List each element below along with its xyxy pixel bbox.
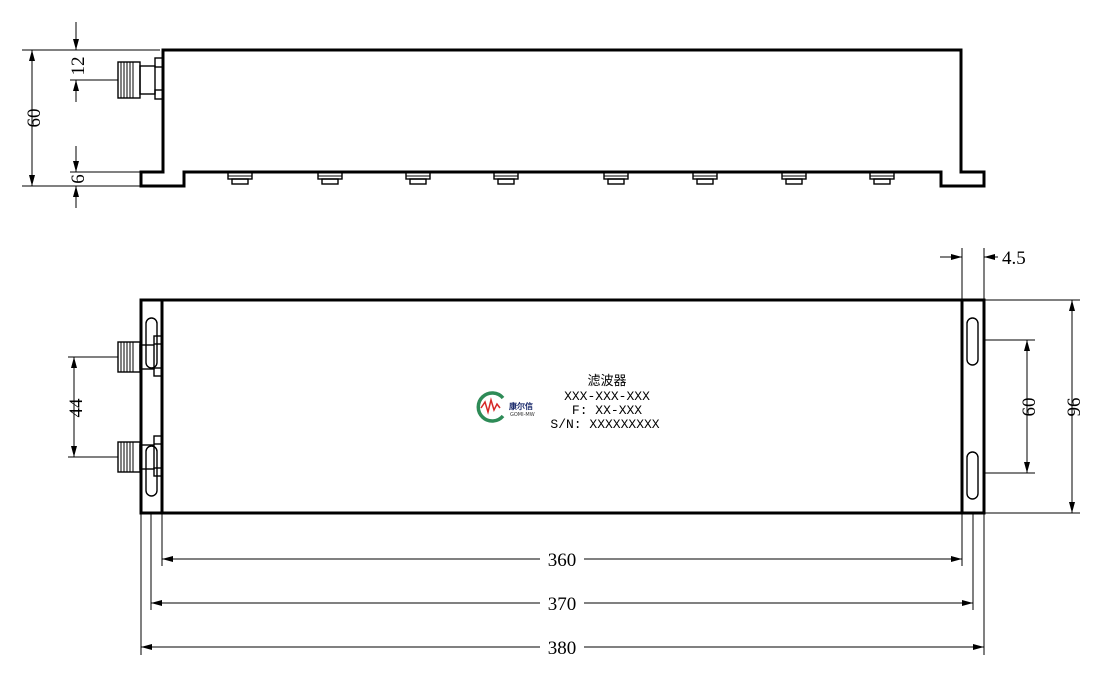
side-view: 60 12 6	[22, 22, 986, 208]
top-connector-upper	[117, 335, 163, 377]
nameplate-frequency: F: XX-XXX	[572, 403, 642, 418]
dim-body-length-label: 360	[548, 550, 577, 571]
brand-logo: 康尔信 GOMI-MW	[476, 391, 535, 423]
dim-body-length: 360	[162, 548, 962, 571]
dim-width-label: 96	[1064, 398, 1085, 417]
side-output-connectors	[227, 171, 895, 185]
side-body-outline	[139, 48, 986, 188]
dim-port-spacing-label: 44	[66, 398, 87, 418]
dim-side-connector-offset: 12	[68, 22, 118, 102]
dim-side-flange: 6	[68, 146, 140, 208]
dim-side-height-label: 60	[24, 109, 45, 128]
logo-brand-cn: 康尔信	[509, 401, 533, 411]
nameplate: 滤波器 XXX-XXX-XXX F: XX-XXX S/N: XXXXXXXXX	[550, 374, 659, 432]
dim-port-spacing: 44	[66, 356, 118, 458]
nameplate-serial: S/N: XXXXXXXXX	[550, 417, 659, 432]
dim-overall-length: 380	[141, 636, 984, 659]
logo-ring	[476, 391, 505, 423]
mount-slot-right-bottom	[966, 451, 979, 500]
mount-slot-left-bottom	[145, 445, 158, 497]
nameplate-name: 滤波器	[587, 374, 626, 389]
dim-side-height: 60	[22, 49, 160, 187]
dim-side-connector-offset-label: 12	[68, 57, 89, 76]
logo-wave-icon	[480, 397, 501, 415]
top-connector-lower	[117, 435, 163, 477]
top-plate-outline	[139, 298, 986, 515]
nameplate-model: XXX-XXX-XXX	[564, 389, 650, 404]
mount-slot-right-top	[966, 317, 979, 366]
dim-width: 96	[984, 299, 1085, 514]
logo-brand-en: GOMI-MW	[510, 412, 535, 418]
dim-slot-spacing: 60	[984, 339, 1040, 474]
dim-mount-thickness-label: 4.5	[1002, 248, 1026, 269]
side-input-connector	[117, 57, 164, 100]
top-view: 康尔信 GOMI-MW 滤波器 XXX-XXX-XXX F: XX-XXX S/…	[66, 248, 1085, 659]
dim-overall-length-label: 380	[548, 638, 577, 659]
mount-slot-left-top	[145, 317, 158, 369]
dim-slot-spacing-label: 60	[1019, 398, 1040, 417]
dim-slot-length-label: 370	[548, 594, 577, 615]
dim-side-flange-label: 6	[68, 174, 89, 184]
dim-mount-thickness: 4.5	[940, 248, 1026, 300]
dim-slot-length: 370	[151, 592, 973, 615]
